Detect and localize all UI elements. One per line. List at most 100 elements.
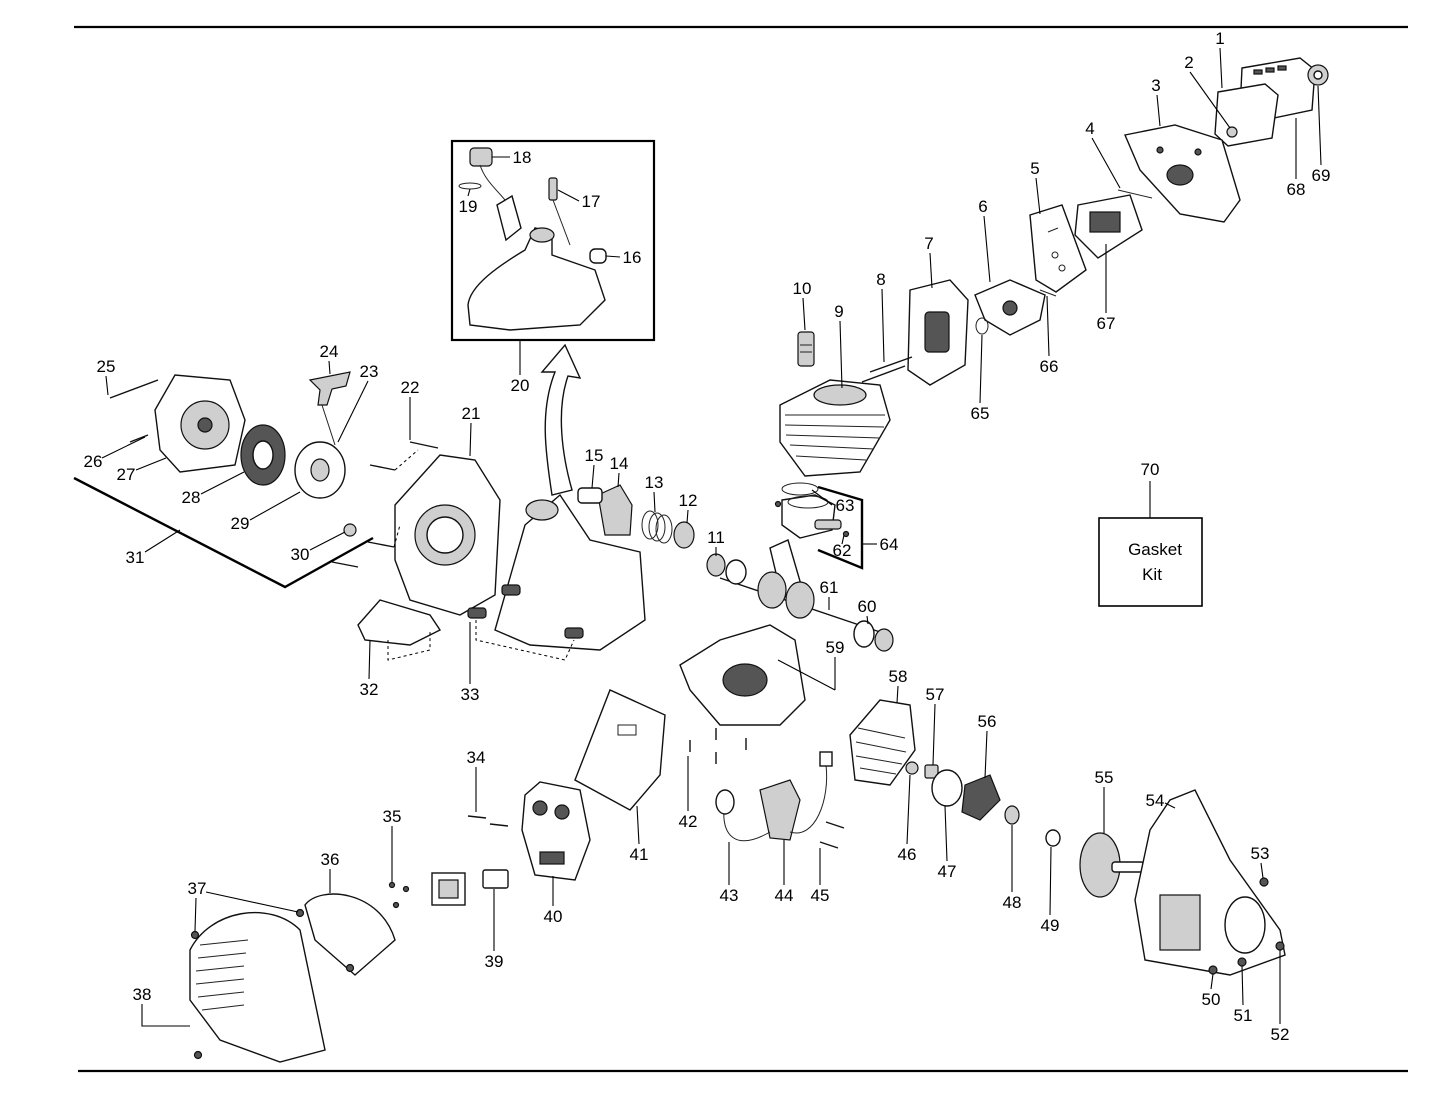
- piston-pin-shape: [814, 519, 842, 530]
- callout-11: 11: [707, 528, 725, 547]
- heat-shield-shape: [574, 689, 666, 811]
- fuel-tank-neck: [525, 499, 559, 521]
- spacer-shape: [924, 764, 939, 779]
- housing-screw: [367, 541, 395, 548]
- fuel-cap-shape: [469, 147, 493, 167]
- leader-line: [944, 805, 948, 862]
- callout-4: 4: [1085, 119, 1094, 138]
- spring-coil: [648, 512, 666, 542]
- callout-17: 17: [582, 192, 601, 211]
- cover-fin: [199, 939, 249, 946]
- bolt-shape: [1039, 289, 1057, 297]
- leader-line: [984, 730, 988, 779]
- inset-tank-neck: [529, 227, 555, 243]
- clutch-shape: [961, 774, 1001, 821]
- leader-line: [929, 252, 933, 289]
- group-bracket-31: [73, 476, 374, 589]
- callout-36: 36: [321, 850, 340, 869]
- small-screw: [402, 885, 410, 893]
- gasket-kit-line1: Gasket: [1128, 540, 1182, 559]
- grommet-shape: [467, 607, 487, 619]
- muffler-screw: [467, 815, 487, 819]
- knob-center: [1313, 70, 1323, 80]
- leader-line: [205, 891, 299, 913]
- screw-shape: [1226, 126, 1238, 138]
- pin-clip-shape: [842, 530, 850, 538]
- cover-screw: [190, 930, 200, 940]
- screw-dash-line: [393, 524, 401, 548]
- callout-65: 65: [971, 404, 990, 423]
- callout-29: 29: [231, 514, 250, 533]
- carburetor-body: [1089, 211, 1121, 233]
- callout-68: 68: [1287, 180, 1306, 199]
- fan-housing-inner: [426, 516, 464, 554]
- muffler-outlet: [539, 851, 565, 865]
- callout-5: 5: [1030, 159, 1039, 178]
- housing-boss: [1224, 896, 1266, 954]
- leader-line: [983, 215, 991, 283]
- cylinder-fin: [789, 444, 875, 450]
- cover-fin: [197, 991, 245, 998]
- callout-3: 3: [1151, 76, 1160, 95]
- flywheel-fin: [857, 727, 906, 739]
- housing-screw: [1275, 941, 1285, 951]
- callout-25: 25: [97, 357, 116, 376]
- bearing-shape: [725, 559, 747, 585]
- flywheel-fin: [855, 755, 903, 765]
- crank-disc: [785, 581, 815, 619]
- callout-30: 30: [291, 545, 310, 564]
- callout-53: 53: [1251, 844, 1270, 863]
- leader-line: [839, 320, 843, 389]
- callout-38: 38: [133, 985, 152, 1004]
- cylinder-fin: [784, 424, 885, 428]
- carb-adapter-shape: [597, 484, 633, 536]
- callout-56: 56: [978, 712, 997, 731]
- spark-plug-shape: [797, 331, 815, 367]
- leader-line: [979, 334, 983, 404]
- callout-28: 28: [182, 488, 201, 507]
- grommet-shape: [501, 584, 521, 596]
- cover-slot: [1265, 67, 1275, 73]
- leader-line: [811, 489, 833, 506]
- cover-fin: [195, 965, 245, 972]
- muffler-cover-shape: [304, 893, 396, 976]
- callout-18: 18: [513, 148, 532, 167]
- leader-line: [1210, 973, 1214, 990]
- callout-34: 34: [467, 748, 486, 767]
- leader-line: [617, 472, 620, 488]
- callout-44: 44: [775, 886, 794, 905]
- bearing-shape: [706, 553, 726, 577]
- bearing-shape: [874, 628, 894, 652]
- cover-screw: [345, 963, 355, 973]
- callout-1: 1: [1215, 29, 1224, 48]
- starter-housing-center: [197, 417, 213, 433]
- group-bracket-59: [777, 659, 836, 691]
- cover-slot: [1277, 65, 1287, 71]
- callout-41: 41: [630, 845, 649, 864]
- leader-line: [368, 639, 371, 680]
- leader-line: [636, 805, 640, 845]
- starter-handle-shape: [308, 371, 351, 406]
- cover-fin: [197, 952, 247, 959]
- leader-line: [1241, 965, 1244, 1006]
- connector-shape: [819, 751, 833, 767]
- leader-line: [605, 255, 621, 258]
- callout-39: 39: [485, 952, 504, 971]
- washer-shape: [1045, 829, 1061, 847]
- callout-15: 15: [585, 446, 604, 465]
- leader-line: [653, 491, 656, 513]
- callout-47: 47: [938, 862, 957, 881]
- callout-12: 12: [679, 491, 698, 510]
- housing-hole: [1194, 148, 1202, 156]
- gasket-plate-shape: [1029, 204, 1087, 293]
- leader-line: [906, 774, 911, 845]
- callout-50: 50: [1202, 990, 1221, 1009]
- leader-line: [328, 360, 331, 375]
- flywheel-fin: [855, 741, 907, 753]
- callout-52: 52: [1271, 1025, 1290, 1044]
- group-bracket-64: [817, 485, 864, 570]
- housing-block: [1159, 894, 1201, 951]
- small-screw: [388, 881, 396, 889]
- leader-line: [557, 189, 580, 202]
